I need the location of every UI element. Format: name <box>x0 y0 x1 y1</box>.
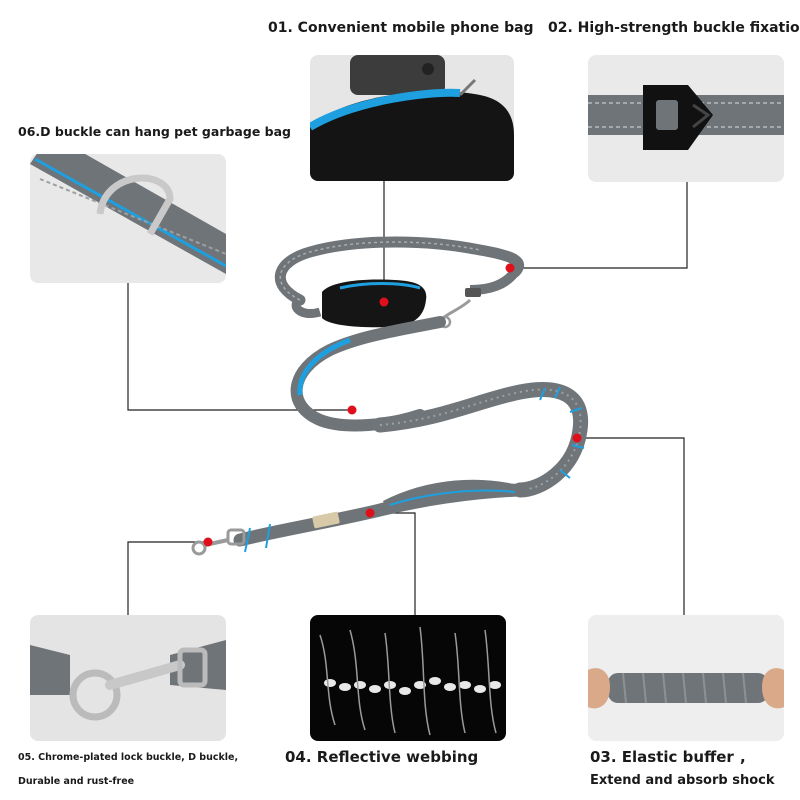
marker-phone-bag <box>379 297 389 307</box>
leader-line-reflective <box>370 512 416 615</box>
handle-loop <box>290 316 446 432</box>
feature-title-reflective: 04. Reflective webbing <box>285 748 479 766</box>
marker-reflective <box>365 508 375 518</box>
belt-clip <box>438 288 481 329</box>
leader-line-buckle <box>510 182 688 269</box>
snap-hook-photo <box>30 615 226 741</box>
belt-bag <box>322 279 427 328</box>
stray-mark: , <box>740 748 746 766</box>
leader-line-elastic <box>577 437 685 615</box>
feature-title-elastic: 03. Elastic buffer <box>590 748 734 766</box>
lower-leash <box>233 479 527 553</box>
phone-bag-photo <box>310 55 514 181</box>
feature-subtitle-elastic: Extend and absorb shock <box>590 773 775 788</box>
d-ring-photo <box>30 154 226 283</box>
feature-title-phone-bag: 01. Convenient mobile phone bag <box>268 20 534 36</box>
marker-d-buckle <box>347 405 357 415</box>
feature-subtitle-lock-buckle: Durable and rust-free <box>18 776 135 787</box>
marker-elastic <box>572 433 582 443</box>
leader-line-d-buckle <box>127 283 352 411</box>
marker-buckle <box>505 263 515 273</box>
buckle-photo <box>588 55 784 182</box>
leader-line-lock-buckle <box>127 541 208 615</box>
marker-dots <box>203 263 582 547</box>
marker-lock-buckle <box>203 537 213 547</box>
feature-title-lock-buckle: 05. Chrome-plated lock buckle, D buckle, <box>18 752 239 763</box>
elastic-photo <box>588 615 784 741</box>
reflective-photo <box>310 615 506 741</box>
bungee-section <box>372 382 589 498</box>
feature-title-d-buckle: 06.D buckle can hang pet garbage bag <box>18 124 291 139</box>
feature-title-buckle: 02. High-strength buckle fixation <box>548 20 800 36</box>
